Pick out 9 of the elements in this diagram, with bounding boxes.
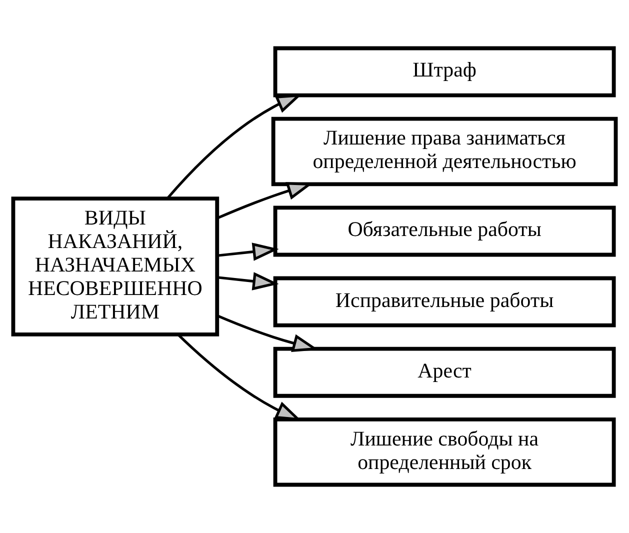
arrow <box>217 272 279 290</box>
node-box: Исправительные работы <box>273 276 616 328</box>
node-box: Лишение свободы на определенный срок <box>273 417 616 487</box>
node-box: Обязательные работы <box>273 206 616 257</box>
node-box: Арест <box>273 346 616 398</box>
arrow <box>217 242 279 261</box>
node-box: Лишение права заниматься определенной деятельностью <box>271 116 618 186</box>
node-box: Штраф <box>273 46 616 98</box>
node-box: ВИДЫ НАКАЗАНИЙ, НАЗНАЧАЕМЫХ НЕСОВЕРШЕННОЛЕТНИМ <box>11 196 220 336</box>
